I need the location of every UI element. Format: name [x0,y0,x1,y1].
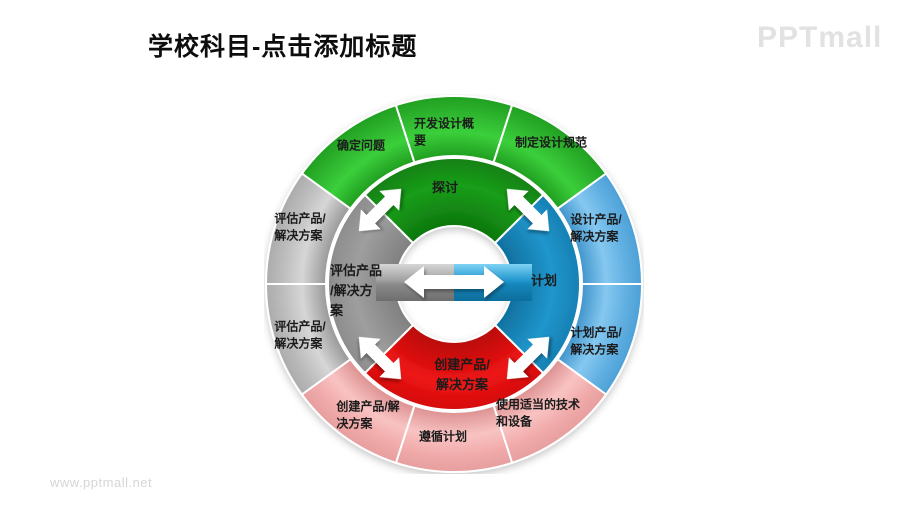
outer-segment-evaluate-upper [265,172,352,285]
outer-label-define-problem: 确定问题 [336,138,386,153]
outer-label-use-technology: 使用适当的技术 和设备 [495,397,581,429]
brand-logo: PPTmall [757,21,883,54]
horizontal-double-arrow [404,266,504,298]
outer-label-create-product: 创建产品/解 决方案 [336,399,400,431]
outer-label-evaluate-upper: 评估产品/ 解决方案 [274,211,326,243]
outer-label-plan-product: 计划产品/ 解决方案 [570,325,622,357]
outer-label-design-brief: 开发设计概 要 [413,116,475,148]
outer-label-design-product: 设计产品/ 解决方案 [570,212,622,244]
inner-label-plan: 计划 [530,272,558,288]
inner-segment-discuss [363,156,545,244]
inner-segment-create [363,324,545,412]
outer-label-design-spec: 制定设计规范 [514,135,588,150]
inner-label-discuss: 探讨 [431,179,459,195]
process-wheel-diagram [264,94,644,474]
outer-label-follow-plan: 遵循计划 [418,429,468,444]
inner-label-evaluate: 评估产品 /解决方 案 [329,262,383,319]
inner-label-create: 创建产品/ 解决方案 [434,356,490,392]
process-wheel-svg [265,95,643,473]
outer-label-evaluate-lower: 评估产品/ 解决方案 [274,319,326,351]
watermark: www.pptmall.net [50,475,153,490]
page-title: 学校科目-点击添加标题 [148,33,418,61]
